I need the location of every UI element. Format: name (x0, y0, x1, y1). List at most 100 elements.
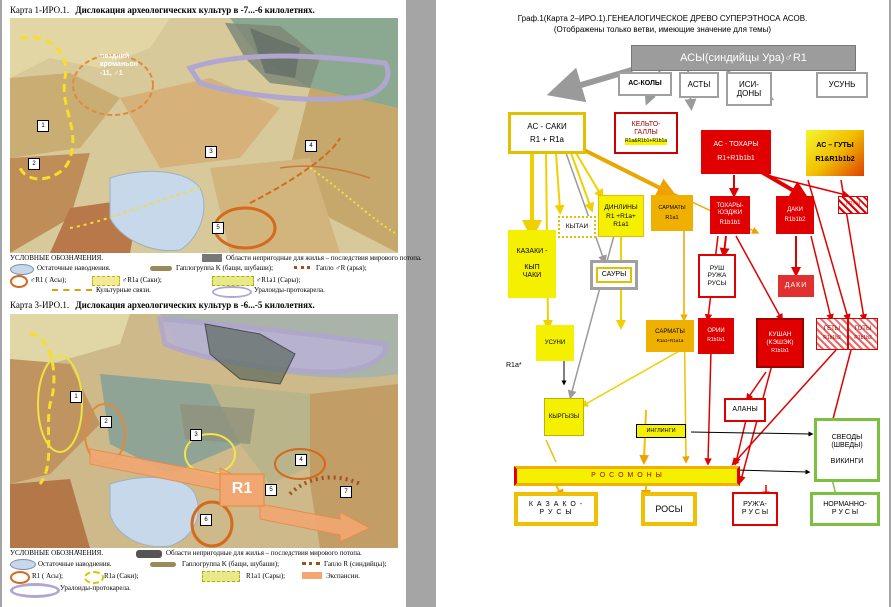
node-normanno-rusy: НОРМАННО- Р У С Ы (810, 492, 880, 526)
node-daki-1-hap: R1b1b2 (784, 216, 806, 223)
legend3-remnant: Остаточные наводнения. (38, 560, 112, 568)
legend1-cultural-swatch (52, 289, 92, 291)
map3-caption-title: Дислокация археологических культур в -6.… (75, 300, 315, 310)
node-saury-label: САУРЫ (595, 266, 633, 284)
map3-image (10, 314, 398, 548)
node-kazako-rusy: К А З А К О - Р У С Ы (514, 492, 598, 526)
node-as-tohary-title: АС - ТОХАРЫ (713, 140, 759, 148)
left-page: Карта 1-ИРО.1. Дислокация археологически… (2, 0, 422, 607)
legend1-haplo-k: Гаплогруппа K (бащи, шубаши); (176, 264, 274, 272)
node-usuni: УСУНИ (536, 325, 574, 361)
map3-marker-3: 3 (190, 429, 202, 441)
map1-caption: Карта 1-ИРО.1. Дислокация археологически… (10, 5, 315, 15)
node-dinliny-hap: R1 +R1a+ R1a1 (606, 213, 636, 228)
node-sarmaty-1: САРМАТЫ R1a1 (651, 195, 693, 231)
map3-caption: Карта 3-ИРО.1. Дислокация археологически… (10, 300, 315, 310)
legend1-haplo-r: Гапло ♂R (арья); (316, 264, 367, 272)
map1-marker-3: 3 (205, 146, 217, 158)
legend3-heading: УСЛОВНЫЕ ОБОЗНАЧЕНИЯ. (10, 549, 104, 557)
legend3-haplo-r: Гапло R (синдийцы); (324, 560, 387, 568)
map1-caption-prefix: Карта 1-ИРО.1. (10, 5, 70, 15)
legend3-expansion-swatch (302, 572, 322, 579)
map1-marker-4: 4 (305, 140, 317, 152)
node-gety-hap: R1b1b2 (823, 335, 841, 342)
legend3-ural: Уралоиды-протокарела. (60, 584, 131, 592)
legend3-r1a-swatch (84, 571, 104, 584)
legend3-r1a1-swatch (202, 571, 240, 582)
node-sarmaty-1-title: САРМАТЫ (658, 205, 686, 212)
node-orii-hap: R1b1b1 (707, 337, 725, 344)
map3-marker-7: 7 (340, 486, 352, 498)
node-goty-hatched: ГОТЫ (838, 196, 868, 214)
map3-r1-label: R1 (231, 480, 253, 497)
legend3-remnant-swatch (10, 559, 36, 570)
node-kelto-hap: R1a&R1b1+R1b1a (624, 138, 668, 145)
tree-subtitle: (Отображены только ветви, имеющие значен… (553, 25, 772, 34)
legend3-r1-swatch (10, 571, 30, 584)
legend3-r1: R1 ( Асы); (32, 572, 63, 580)
legend1-r1-swatch (10, 275, 28, 288)
legend1-remnant: Остаточные наводнения. (37, 264, 111, 272)
map1-marker-5: 5 (212, 222, 224, 234)
node-asty: АСТЫ (679, 72, 719, 98)
node-as-guty: АС – ГУТЫ R1&R1b1b2 (806, 130, 864, 176)
node-as-guty-title: АС – ГУТЫ (816, 141, 854, 149)
legend3-unsuitable: Области непригодные для жилья – последст… (166, 549, 362, 557)
node-kushan-hap: R1b1b1 (771, 348, 789, 355)
node-dinliny-title: ДИНЛИНЫ (604, 203, 638, 211)
node-as-guty-hap: R1&R1b1b2 (815, 156, 855, 163)
node-daki-2: ДАКИ (778, 275, 814, 297)
node-goty-2-title: ГОТЫ (854, 326, 872, 333)
right-page: Граф.1(Карта 2–ИРО.1).ГЕНЕАЛОГИЧЕСКОЕ ДР… (436, 0, 889, 607)
map3-marker-5: 5 (265, 484, 277, 496)
map1-marker-2: 2 (28, 158, 40, 170)
node-kushan-title: КУШАН (КЭШЭК) (766, 331, 794, 346)
node-dinliny: ДИНЛИНЫ R1 +R1a+ R1a1 (598, 195, 644, 237)
node-goty-2-hap: R1b1b2 (854, 335, 872, 342)
map3-marker-4: 4 (295, 454, 307, 466)
map3-marker-6: 6 (200, 514, 212, 526)
legend1-r1: ♂R1 ( Асы); (30, 276, 67, 284)
node-kytai: КЫТАИ (558, 216, 596, 238)
legend1-ural-swatch (212, 286, 252, 298)
node-tohary-yuezhi-title: ТОХАРЫ- ЮЭДЖИ (716, 203, 744, 217)
legend1-r1a1-swatch (212, 276, 254, 286)
map3-caption-prefix: Карта 3-ИРО.1. (10, 300, 70, 310)
node-svei-vikingi: СВЕОДЫ (ШВЕДЫ) ВИКИНГИ (814, 418, 880, 482)
node-as-saki-hap: R1 + R1a (529, 135, 565, 144)
node-goty-2: ГОТЫ R1b1b2 (848, 318, 878, 350)
node-daki-1-title: ДАКИ (787, 206, 803, 213)
node-as-tohary-hap: R1+R1b1b1 (717, 155, 755, 162)
legend1-cultural: Культурные связи. (96, 286, 151, 294)
node-kelto-gally: КЕЛЬТО- ГАЛЛЫ R1a&R1b1+R1b1a (614, 112, 678, 154)
map1-caption-title: Дислокация археологических культур в -7.… (75, 5, 315, 15)
node-kushan: КУШАН (КЭШЭК) R1b1b1 (756, 318, 804, 368)
node-rush-ruzha-rusy: РУШ РУЖА РУСЫ (698, 254, 736, 298)
legend3-expansion: Экспансии. (326, 572, 360, 580)
map1-image (10, 18, 398, 253)
node-kelto-title: КЕЛЬТО- ГАЛЛЫ (631, 121, 661, 137)
node-sarmaty-2-title: САРМАТЫ (655, 328, 685, 335)
node-saury: САУРЫ (590, 260, 638, 290)
node-sarmaty-2: САРМАТЫ R1a1+R1a1a (646, 320, 694, 352)
node-asy: АСЫ(синдийцы Ура)♂R1 (631, 45, 856, 71)
legend1-r1a-swatch (92, 276, 120, 286)
node-rosy: РОСЫ (641, 492, 697, 526)
node-isi-dony: ИСИ- ДОНЫ (726, 72, 772, 106)
map1-kroman-label: поздний кроманьон -11, ♂1 (100, 53, 138, 77)
legend3-ural-swatch (10, 583, 60, 598)
legend1-remnant-swatch (10, 264, 34, 275)
node-usun: УСУНЬ (816, 72, 868, 98)
node-kyrgyzy: КЫРГЫЗЫ (544, 398, 584, 436)
legend3-haplo-k: Гаплогруппа K (бащи, шубаши); (182, 560, 280, 568)
node-as-koly: АС-КОЛЫ (618, 72, 672, 96)
node-gety: ГЕТЫ R1b1b2 (816, 318, 848, 350)
map3-marker-2: 2 (100, 416, 112, 428)
node-ruzha-rusy: РУЖ'А- Р У С Ы (732, 492, 778, 526)
map3-marker-1: 1 (70, 391, 82, 403)
legend1-haplo-k-swatch (150, 266, 172, 271)
legend1-r1a: ♂R1a (Саки); (122, 276, 162, 284)
node-tohary-yuezhi-hap: R1b1b1 (719, 219, 741, 226)
node-r1a-star: R1a* (506, 362, 522, 369)
node-sarmaty-1-hap: R1a1 (665, 214, 679, 221)
